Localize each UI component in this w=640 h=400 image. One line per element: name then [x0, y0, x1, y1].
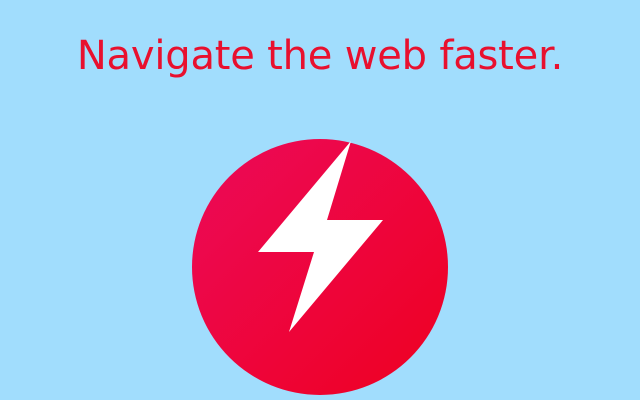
lightning-bolt-icon: [258, 141, 383, 332]
headline: Navigate the web faster.: [76, 33, 564, 79]
app-logo: [191, 138, 449, 396]
lightning-bolt-logo: [192, 139, 448, 395]
